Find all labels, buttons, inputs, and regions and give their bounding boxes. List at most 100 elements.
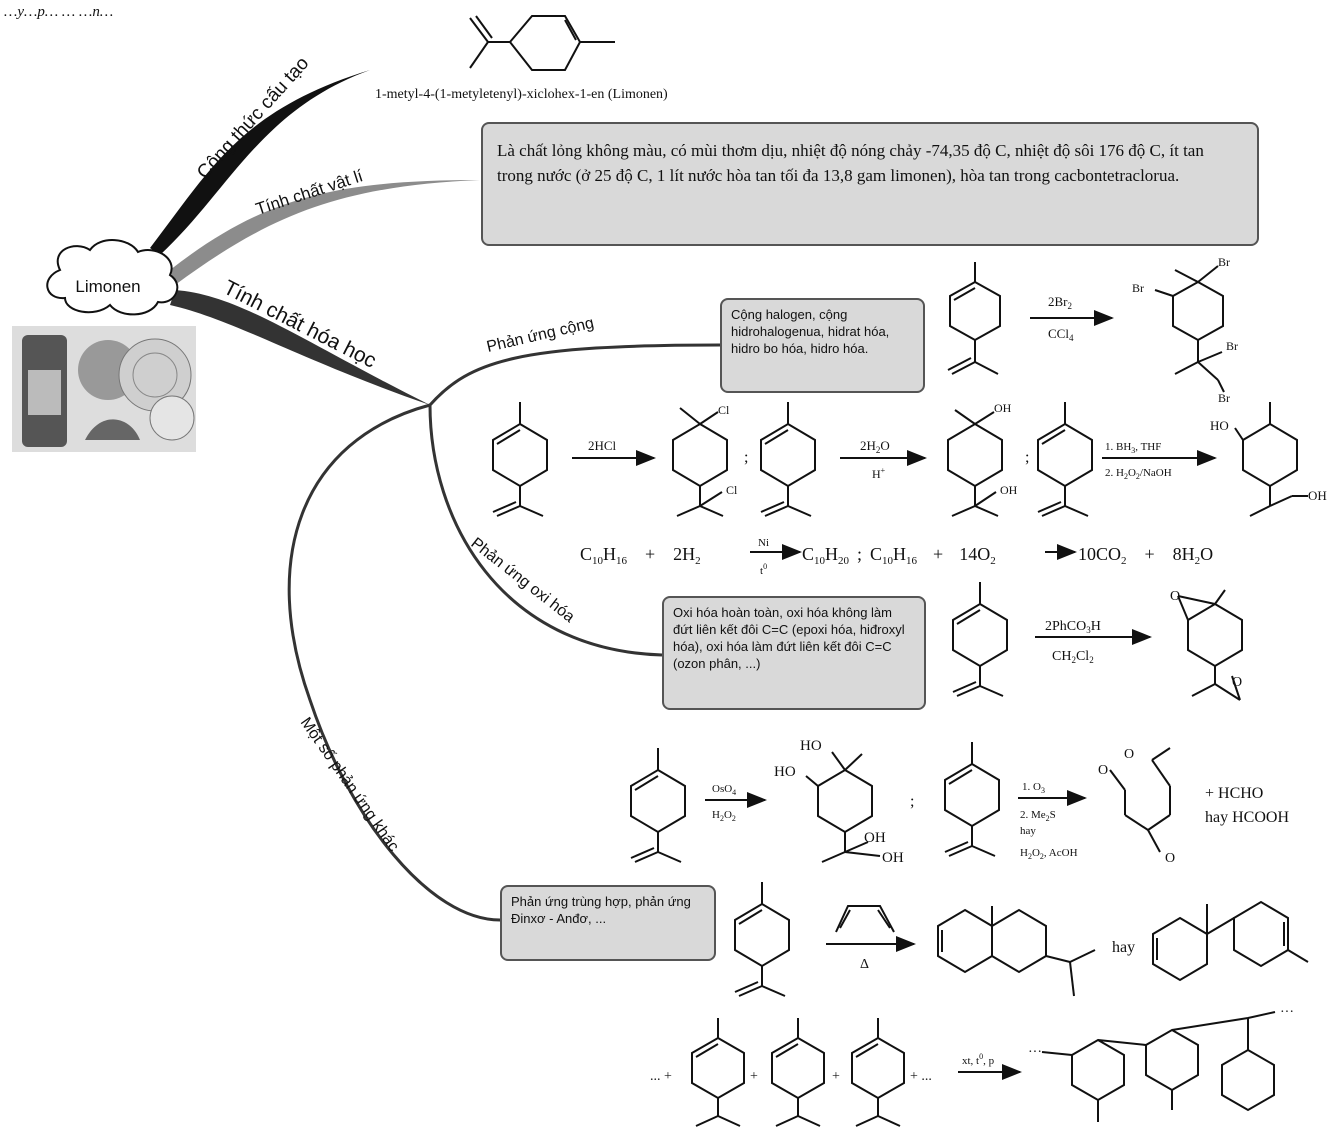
structure-limonene-br2 <box>947 262 1001 375</box>
addition-box: Cộng halogen, cộng hidrohalogenua, hidra… <box>720 298 925 393</box>
eq-product-c10h20: C10H20;C10H16+14O2 <box>802 544 996 567</box>
branch-physical <box>170 180 480 285</box>
cond-h2o-bottom: H+ <box>872 466 886 481</box>
structure-limonene-epox <box>952 582 1008 697</box>
label-oxidation: Phản ứng oxi hóa <box>468 535 578 626</box>
cond-br2-bottom: CCl4 <box>1048 326 1074 343</box>
label-oh-4: OH <box>864 830 886 846</box>
sep-1: ; <box>744 449 748 466</box>
structure-da-product-2 <box>1152 900 1309 982</box>
eq-combustion-products: 10CO2+8H2O <box>1078 544 1213 567</box>
cond-hcl: 2HCl <box>588 438 617 453</box>
label-br-4: Br <box>1218 391 1230 405</box>
sep-3: ; <box>910 793 914 810</box>
cond-oso4-bottom: H2O2 <box>712 809 736 823</box>
poly-dots-right: ··· <box>1280 1005 1294 1020</box>
oxidation-box: Oxi hóa hoàn toàn, oxi hóa không làm đứt… <box>662 596 926 710</box>
cond-bh3-1: 1. BH3, THF <box>1105 441 1161 455</box>
cond-bh3-2: 2. H2O2/NaOH <box>1105 467 1172 481</box>
structure-limonene-da <box>734 882 790 997</box>
physical-text: Là chất lỏng không màu, có mùi thơm dịu,… <box>497 141 1204 185</box>
hcho: + HCHO <box>1205 785 1263 802</box>
center-node[interactable]: Limonen <box>46 239 179 316</box>
other-text: Phản ứng trùng hợp, phản ứng Đinxơ - Anđ… <box>511 894 691 926</box>
structure-tetraol <box>805 751 881 863</box>
label-ho-3: HO <box>774 764 796 780</box>
label-o-3: O <box>1098 763 1108 778</box>
label-cl-1: Cl <box>718 403 730 417</box>
physical-properties-box: Là chất lỏng không màu, có mùi thơm dịu,… <box>481 122 1259 246</box>
label-ho-2: HO <box>800 738 822 754</box>
cond-ozon-1: 1. O3 <box>1022 781 1045 795</box>
center-label: Limonen <box>75 277 140 296</box>
label-br-2: Br <box>1218 255 1230 269</box>
label-o-5: O <box>1165 851 1175 866</box>
structures <box>469 15 1309 1127</box>
hcooh: hay HCOOH <box>1205 809 1289 826</box>
eq-hydrogenation: C10H16+2H2 <box>580 544 701 567</box>
structure-da-product-1 <box>937 906 1096 997</box>
structure-limonene-top <box>469 15 615 71</box>
structure-name: 1-metyl-4-(1-metyletenyl)-xiclohex-1-en … <box>375 87 668 102</box>
label-br-1: Br <box>1132 281 1144 295</box>
structure-borane-product <box>1234 402 1308 517</box>
cond-t0: t0 <box>760 562 767 577</box>
label-br-3: Br <box>1226 339 1238 353</box>
structure-limonene-h2o <box>760 402 816 517</box>
label-o-1: O <box>1170 589 1180 604</box>
oxidation-text: Oxi hóa hoàn toàn, oxi hóa không làm đứt… <box>673 605 905 671</box>
poly-end: + ... <box>910 1069 932 1084</box>
structure-ozonide-product <box>1109 747 1171 853</box>
cond-delta: Δ <box>860 957 869 972</box>
poly-start: ... + <box>650 1069 672 1084</box>
label-oh-5: OH <box>882 850 904 866</box>
label-ho-1: HO <box>1210 418 1229 433</box>
hay-label: hay <box>1112 939 1135 956</box>
label-other: Một số phản ứng khác <box>297 715 402 855</box>
cond-h2o-top: 2H2O <box>860 438 890 455</box>
addition-text: Cộng halogen, cộng hidrohalogenua, hidra… <box>731 307 890 356</box>
limonene-photo <box>12 326 196 452</box>
structure-tetrabromide <box>1154 265 1225 393</box>
structure-limonene-ozon <box>944 742 1000 857</box>
structure-dichloride <box>672 407 728 517</box>
poly-plus-1: + <box>750 1069 758 1084</box>
structure-limonene-oso4 <box>630 748 686 863</box>
label-oh-3: OH <box>1308 488 1327 503</box>
cond-ozon-2: 2. Me2S <box>1020 809 1056 823</box>
label-o-4: O <box>1124 747 1134 762</box>
cond-oso4-top: OsO4 <box>712 783 736 797</box>
cond-ozon-3: H2O2, AcOH <box>1020 847 1078 861</box>
label-oh-2: OH <box>1000 483 1018 497</box>
cond-ni: Ni <box>758 537 769 549</box>
structure-butadiene <box>835 905 895 933</box>
branch-oxidation <box>428 404 663 657</box>
header-text: …y…p… … …n… <box>4 4 113 20</box>
branch-structure <box>150 70 370 255</box>
other-reactions-box: Phản ứng trùng hợp, phản ứng Đinxơ - Anđ… <box>500 885 716 961</box>
label-oh-1: OH <box>994 401 1012 415</box>
cond-polymer: xt, t0, p <box>962 1052 995 1067</box>
label-structure: Công thức cấu tạo <box>193 53 313 183</box>
structure-monomer-1 <box>691 1018 745 1127</box>
structure-polymer <box>1041 1011 1276 1122</box>
structure-monomer-2 <box>771 1018 825 1127</box>
cond-epox-bottom: CH2Cl2 <box>1052 649 1094 665</box>
branch-addition <box>428 343 721 406</box>
cond-br2-top: 2Br2 <box>1048 294 1072 311</box>
label-cl-2: Cl <box>726 483 738 497</box>
structure-limonene-hcl <box>492 402 548 517</box>
cond-ozon-hay: hay <box>1020 825 1036 837</box>
structure-monomer-3 <box>851 1018 905 1127</box>
label-o-2: O <box>1232 675 1242 690</box>
poly-dots-left: ··· <box>1028 1045 1042 1060</box>
poly-plus-2: + <box>832 1069 840 1084</box>
structure-diepoxide <box>1177 589 1243 701</box>
branch-chemical <box>170 290 430 405</box>
structure-diol <box>947 409 1003 517</box>
structure-limonene-bh3 <box>1037 402 1093 517</box>
branch-other <box>287 403 501 922</box>
cond-epox-top: 2PhCO3H <box>1045 619 1101 635</box>
sep-2: ; <box>1025 449 1029 466</box>
